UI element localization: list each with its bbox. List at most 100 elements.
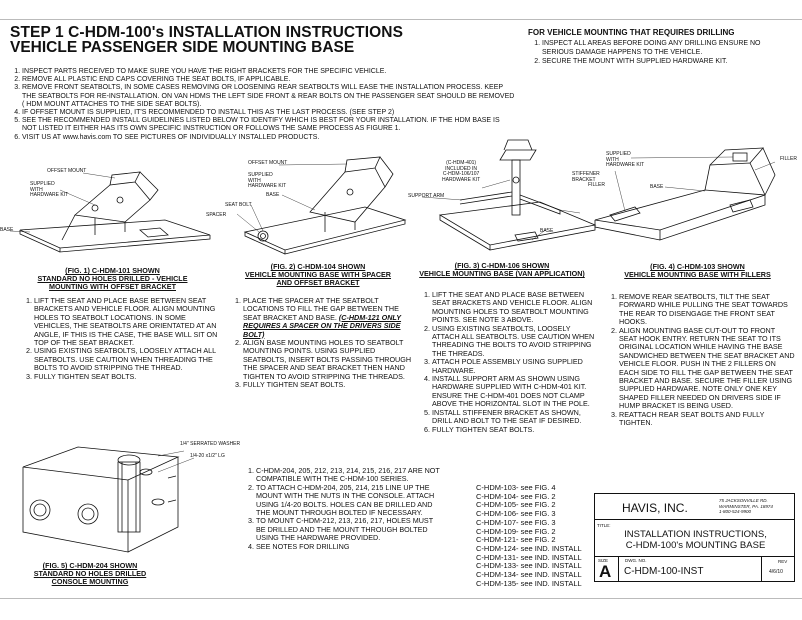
fig2-step1-text: PLACE THE SPACER AT THE SEATBOLT LOCATIO… (243, 296, 399, 322)
fig1-label-base: BASE (0, 227, 14, 233)
drilling-item: INSPECT ALL AREAS BEFORE DOING ANY DRILL… (542, 40, 778, 57)
dwg-value: C-HDM-100-INST (624, 566, 704, 577)
general-step: SEE THE RECOMMENDED INSTALL GUIDELINES L… (22, 117, 515, 133)
fig3-label-arm: SUPPORT ARM (408, 193, 445, 199)
page-subtitle: VEHICLE PASSENGER SIDE MOUNTING BASE (10, 39, 355, 56)
size-value: A (599, 562, 612, 581)
fig1-step: LIFT THE SEAT AND PLACE BASE BETWEEN SEA… (34, 296, 218, 347)
fig1-caption: (FIG. 1) C-HDM-101 SHOWN STANDARD NO HOL… (10, 266, 215, 292)
model-ref: C-HDM-103- see FIG. 4 (476, 483, 556, 492)
fig5-step: C-HDM-204, 205, 212, 213, 214, 215, 216,… (256, 466, 440, 484)
fig1-step: FULLY TIGHTEN SEAT BOLTS. (34, 372, 218, 381)
fig3-drawing (421, 139, 597, 251)
fig1-steps: LIFT THE SEAT AND PLACE BASE BETWEEN SEA… (18, 296, 218, 381)
fig5-caption: (FIG. 5) C-HDM-204 SHOWN STANDARD NO HOL… (5, 561, 175, 587)
fig2-caption-line: AND OFFSET BRACKET (276, 278, 360, 288)
fig3-step: FULLY TIGHTEN SEAT BOLTS. (432, 425, 598, 434)
model-ref: C-HDM-106- see FIG. 3 (476, 509, 556, 519)
fig2-caption: (FIG. 2) C-HDM-104 SHOWN VEHICLE MOUNTIN… (218, 262, 418, 288)
fig4-step: ALIGN MOUNTING BASE CUT-OUT TO FRONT SEA… (619, 326, 795, 411)
rev-cell: REV 4/6/10 (762, 557, 794, 582)
company-address: 75 JACKSONVILLE RD. WARMINSTER, PA. 1897… (719, 498, 773, 514)
fig2-step: ALIGN BASE MOUNTING HOLES TO SEATBOLT MO… (243, 338, 412, 381)
fig4-caption-line: VEHICLE MOUNTING BASE WITH FILLERS (624, 270, 771, 280)
dwg-cell: DWG. NO. C-HDM-100-INST (619, 557, 762, 582)
fig3-steps: LIFT THE SEAT AND PLACE BASE BETWEEN SEA… (416, 290, 598, 434)
drilling-heading: FOR VEHICLE MOUNTING THAT REQUIRES DRILL… (528, 28, 735, 37)
rev-value: 4/6/10 (769, 569, 783, 575)
fig5-steps: C-HDM-204, 205, 212, 213, 214, 215, 216,… (240, 466, 440, 551)
title-block: HAVIS, INC. 75 JACKSONVILLE RD. WARMINST… (594, 493, 795, 582)
model-ref-list: C-HDM-103- see FIG. 4 C-HDM-104- see FIG… (476, 483, 582, 588)
fig2-caption-line: (FIG. 2) C-HDM-104 SHOWN (270, 262, 366, 271)
fig4-label-filler2: FILLER (588, 182, 605, 188)
model-ref: C-HDM-134- see IND. INSTALL (476, 570, 582, 580)
model-ref: C-HDM-135- see IND. INSTALL (476, 578, 582, 588)
fig5-step: TO ATTACH C-HDM-204, 205, 214, 215 LINE … (256, 483, 440, 518)
fig4-label-base: BASE (650, 184, 664, 190)
model-ref: C-HDM-104- see FIG. 2 (476, 491, 556, 501)
fig5-caption-line: CONSOLE MOUNTING (51, 577, 129, 587)
general-steps: INSPECT PARTS RECEIVED TO MAKE SURE YOU … (10, 68, 515, 142)
fig2-label-base: BASE (266, 192, 280, 198)
fig2-label-supplied: SUPPLIED WITH HARDWARE KIT (248, 172, 287, 189)
fig2-step1-note: (C-HDM-121 ONLY REQUIRES A SPACER ON THE… (243, 312, 402, 339)
title-text-line: C-HDM-100's MOUNTING BASE (625, 539, 766, 551)
rev-label: REV (778, 559, 788, 564)
model-ref: C-HDM-131- see IND. INSTALL (476, 552, 582, 562)
fig3-label-pole: (C-HDM-401) INCLUDED IN C-HDM-106/107 HA… (442, 160, 481, 183)
fig4-steps: REMOVE REAR SEATBOLTS, TILT THE SEAT FOR… (603, 292, 795, 428)
fig2-steps: PLACE THE SPACER AT THE SEATBOLT LOCATIO… (227, 296, 412, 389)
dwg-label: DWG. NO. (625, 558, 647, 563)
fig1-caption-line: MOUNTING WITH OFFSET BRACKET (49, 282, 176, 292)
fig4-drawing (594, 147, 776, 241)
fig3-step: INSTALL SUPPORT ARM AS SHOWN USING HARDW… (432, 374, 598, 409)
fig3-step: ATTACH POLE ASSEMBLY USING SUPPLIED HARD… (432, 358, 598, 375)
fig2-step: PLACE THE SPACER AT THE SEATBOLT LOCATIO… (243, 296, 412, 339)
fig5-drawing (22, 446, 195, 553)
fig4-caption: (FIG. 4) C-HDM-103 SHOWN VEHICLE MOUNTIN… (600, 262, 795, 280)
fig5-step: SEE NOTES FOR DRILLING (256, 542, 440, 551)
general-step: IF OFFSET MOUNT IS SUPPLIED, IT'S RECOMM… (22, 109, 515, 117)
fig1-step: USING EXISTING SEATBOLTS, LOOSELY ATTACH… (34, 347, 218, 372)
fig3-step: INSTALL STIFFENER BRACKET AS SHOWN, DRIL… (432, 408, 598, 426)
general-step: REMOVE ALL PLASTIC END CAPS COVERING THE… (22, 76, 515, 84)
title-text-line: INSTALLATION INSTRUCTIONS, (624, 529, 767, 540)
fig2-drawing (236, 156, 407, 255)
model-ref: C-HDM-133- see IND. INSTALL (476, 561, 582, 571)
title-text: INSTALLATION INSTRUCTIONS, C-HDM-100's M… (603, 529, 788, 551)
general-step: REMOVE FRONT SEATBOLTS, IN SOME CASES RE… (22, 84, 515, 109)
fig5-caption-line: STANDARD NO HOLES DRILLED (33, 569, 147, 579)
fig2-label-spacer: SPACER (206, 212, 227, 218)
fig4-caption-line: (FIG. 4) C-HDM-103 SHOWN (650, 262, 745, 271)
top-rule (0, 19, 802, 20)
fig4-label-filler: FILLER (780, 156, 797, 162)
model-ref: C-HDM-107- see FIG. 3 (476, 517, 556, 527)
drilling-list: INSPECT ALL AREAS BEFORE DOING ANY DRILL… (528, 40, 778, 68)
fig4-step: REMOVE REAR SEATBOLTS, TILT THE SEAT FOR… (619, 292, 795, 327)
fig1-drawing (9, 171, 211, 253)
fig2-step: FULLY TIGHTEN SEAT BOLTS. (243, 380, 412, 389)
bottom-rule (0, 598, 802, 599)
page-title: STEP 1 C-HDM-100's INSTALLATION INSTRUCT… (10, 24, 404, 41)
fig5-label-washer: 1/4" SERRATED WASHER (180, 441, 241, 447)
company-name: HAVIS, INC. (622, 501, 688, 515)
fig3-label-stiffener: STIFFENER BRACKET (572, 171, 600, 183)
model-ref: C-HDM-109- see FIG. 2 (476, 526, 556, 536)
size-cell: SIZE A (595, 557, 619, 582)
title-block-bottom-row: SIZE A DWG. NO. C-HDM-100-INST REV 4/6/1… (595, 556, 794, 582)
size-label: SIZE (598, 558, 609, 563)
fig1-caption-line: (FIG. 1) C-HDM-101 SHOWN (65, 266, 160, 275)
fig3-caption-line: VEHICLE MOUNTING BASE (VAN APPLICATION) (419, 269, 585, 279)
fig1-label-offset: OFFSET MOUNT (47, 168, 87, 174)
fig3-caption-line: (FIG. 3) C-HDM-106 SHOWN (454, 261, 550, 270)
fig3-label-base: BASE (540, 228, 554, 234)
fig3-caption: (FIG. 3) C-HDM-106 SHOWN VEHICLE MOUNTIN… (408, 261, 596, 279)
fig3-step: USING EXISTING SEATBOLTS, LOOSELY ATTACH… (432, 324, 598, 359)
model-ref: C-HDM-121- see FIG. 2 (476, 535, 556, 545)
fig1-label-supplied: SUPPLIED WITH HARDWARE KIT (30, 181, 69, 198)
model-ref: C-HDM-124- see IND. INSTALL (476, 543, 582, 553)
fig5-label-bolt: 1/4-20 x1/2" LG (190, 453, 225, 459)
model-ref: C-HDM-105- see FIG. 2 (476, 500, 556, 510)
fig2-caption-line: VEHICLE MOUNTING BASE WITH SPACER (244, 270, 392, 280)
